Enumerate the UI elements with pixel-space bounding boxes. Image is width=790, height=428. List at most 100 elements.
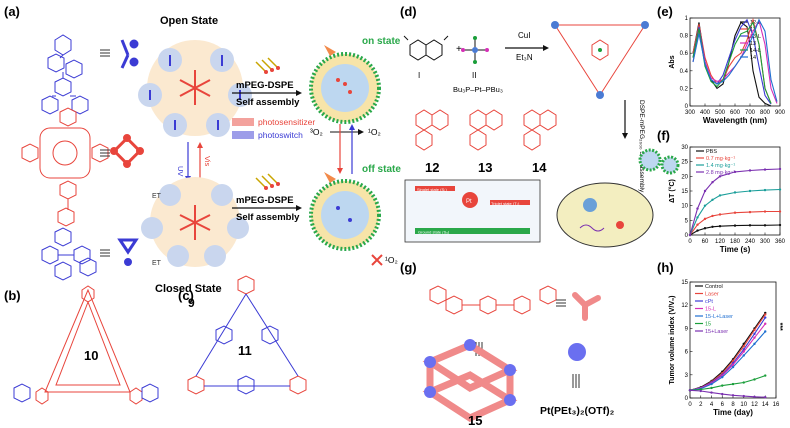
data-point: [742, 344, 745, 348]
singlet-state-label: Singlet state (S₁): [417, 187, 447, 192]
data-point: [703, 204, 707, 207]
x-tick-label: 2: [699, 402, 703, 408]
y-tick-label: 3: [685, 373, 689, 379]
data-point: [731, 363, 735, 366]
data-point: [711, 225, 714, 228]
data-point: [748, 224, 752, 227]
data-point: [718, 194, 722, 197]
x-tick-label: 60: [702, 239, 709, 245]
roman-I: I: [418, 71, 420, 80]
legend-label: cPt: [705, 299, 713, 305]
legend-label: Control: [705, 284, 723, 290]
series-line: [689, 323, 766, 391]
data-point: [763, 168, 767, 171]
x-tick-label: 300: [685, 110, 696, 116]
pt-reagent: [461, 36, 489, 64]
panel-c-label: (c): [178, 288, 194, 303]
nanoparticle-and-cell: [556, 148, 680, 248]
plus-sign: +: [456, 44, 462, 55]
data-point: [733, 211, 737, 214]
light-icon-on: [324, 45, 336, 56]
x-tick-label: 240: [745, 239, 756, 245]
panel-e-label: (e): [657, 4, 673, 19]
panel-a-label: (a): [4, 4, 20, 19]
et-label-top: ET: [152, 193, 162, 200]
data-point: [711, 181, 714, 184]
data-point: [778, 223, 782, 227]
photoswitch-icon-closed: [117, 238, 139, 266]
compound-12-structure: [415, 109, 449, 151]
catalyst-et3n: Et₃N: [516, 53, 533, 62]
ligand-icon: [572, 292, 601, 321]
x-tick-label: 16: [773, 402, 780, 408]
data-point: [748, 189, 752, 193]
et-label-bottom: ET: [152, 260, 162, 267]
micelle-off: off state ¹O₂: [309, 164, 401, 266]
series-line: [692, 21, 772, 104]
assembly-label: DSPE-mPEG₂₀₀₀ Self-assembly: [638, 100, 645, 193]
data-point: [696, 223, 699, 226]
y-tick-label: 15: [681, 189, 688, 195]
panel-a-legend: photosensitizer photoswitch: [232, 117, 315, 140]
legend-label: 13-L: [750, 34, 761, 40]
legend-label: 2.8 mg·kg⁻¹: [706, 170, 735, 176]
assembly-arrow-top: mPEG-DSPE Self assembly: [232, 57, 302, 108]
vis-label-left: Vis: [203, 156, 212, 167]
compound-12-label: 12: [425, 160, 439, 175]
y-axis-label: Tumor volume index (V/V₀): [669, 296, 676, 385]
pt-reagent-formula: Bu₃P–Pt–PBu₃: [453, 85, 503, 94]
data-point: [742, 394, 745, 398]
ground-state-label: Ground state (S₀): [418, 230, 450, 235]
legend-label: 12-L: [750, 20, 761, 26]
data-point: [778, 210, 782, 213]
compound-14-structure: [523, 109, 557, 151]
switch-arrows-left: UV Vis: [176, 142, 212, 182]
series-line: [692, 18, 778, 102]
open-state-assembly: [138, 40, 252, 137]
closed-state-assembly: ET ET: [141, 177, 249, 267]
triplet-oxygen-on: ³O₂: [310, 127, 323, 137]
panel-b: (b) 10: [4, 257, 159, 405]
legend-photosensitizer: photosensitizer: [258, 117, 315, 127]
y-tick-label: 6: [685, 350, 689, 356]
data-point: [742, 354, 745, 357]
legend-label: 14: [750, 55, 756, 61]
y-tick-label: 0: [685, 233, 689, 239]
equivalence-g3: [572, 374, 580, 388]
data-point: [764, 396, 767, 399]
compound-13-label: 13: [478, 160, 492, 175]
singlet-oxygen-off: ¹O₂: [385, 255, 398, 265]
legend-label: 14-L: [750, 48, 761, 54]
x-tick-label: 12: [751, 402, 758, 408]
data-point: [711, 198, 714, 201]
panel-d: (d) + I II Bu₃P–Pt–PBu₃ CuI Et₃N DSPE-mP…: [400, 4, 680, 248]
series-line: [689, 375, 766, 391]
data-point: [699, 389, 702, 393]
data-point: [731, 359, 735, 363]
panel-a: (a): [4, 4, 401, 310]
y-tick-label: 12: [681, 303, 688, 309]
compound-10-label: 10: [84, 348, 98, 363]
equivalence-g1: [556, 299, 566, 307]
x-tick-label: 500: [715, 110, 726, 116]
photoswitch-icon-open: [120, 39, 139, 69]
reagent-bottom: mPEG-DSPE: [236, 195, 294, 206]
data-point: [696, 207, 699, 210]
data-point: [748, 210, 752, 214]
data-point: [703, 227, 707, 230]
legend-label: 15-L+Laser: [705, 314, 733, 320]
panel-g: (g) 15 P: [400, 260, 615, 428]
plot-frame: [689, 281, 777, 399]
data-point: [763, 224, 767, 227]
x-axis-label: Time (s): [720, 245, 751, 254]
data-point: [703, 217, 707, 221]
x-tick-label: 300: [760, 239, 771, 245]
x-tick-label: 6: [721, 402, 725, 408]
y-tick-label: 0: [685, 396, 689, 402]
data-point: [733, 191, 737, 194]
switch-arrows-right: [337, 124, 355, 174]
data-point: [711, 214, 714, 218]
ligand-structure: [429, 285, 557, 315]
data-point: [710, 382, 713, 386]
